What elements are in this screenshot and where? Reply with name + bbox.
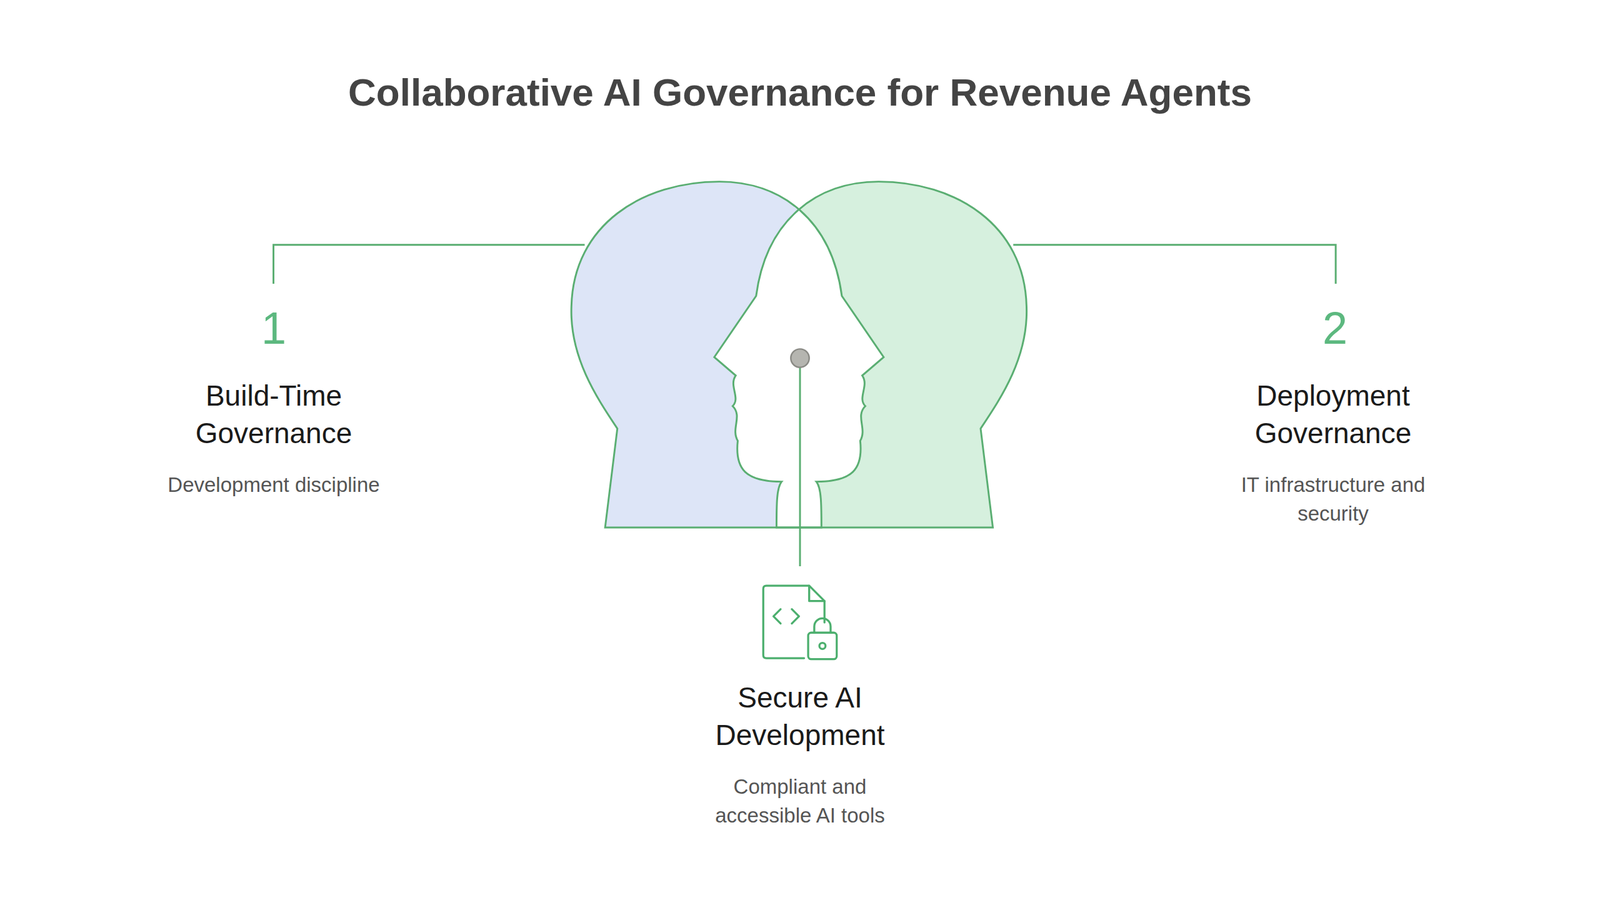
callout-number: 1 [211,303,337,354]
callout-number: 2 [1272,303,1398,354]
leader-line [273,245,585,284]
secure-code-icon [763,585,837,660]
section-description: IT infrastructure and security [1211,470,1455,529]
head-outline [714,181,1027,528]
section-description: Development discipline [111,470,437,500]
section-heading: Secure AI Development [681,679,919,755]
face-overlap [571,181,884,528]
section-heading: Build-Time Governance [161,377,387,453]
section-description: Compliant and accessible AI tools [690,772,910,830]
stem-line [799,358,802,567]
diagram-title: Collaborative AI Governance for Revenue … [112,70,1488,115]
section-heading: Deployment Governance [1214,377,1452,453]
leader-line [1013,245,1336,284]
head-outline [571,181,884,528]
center-dot [790,348,809,367]
